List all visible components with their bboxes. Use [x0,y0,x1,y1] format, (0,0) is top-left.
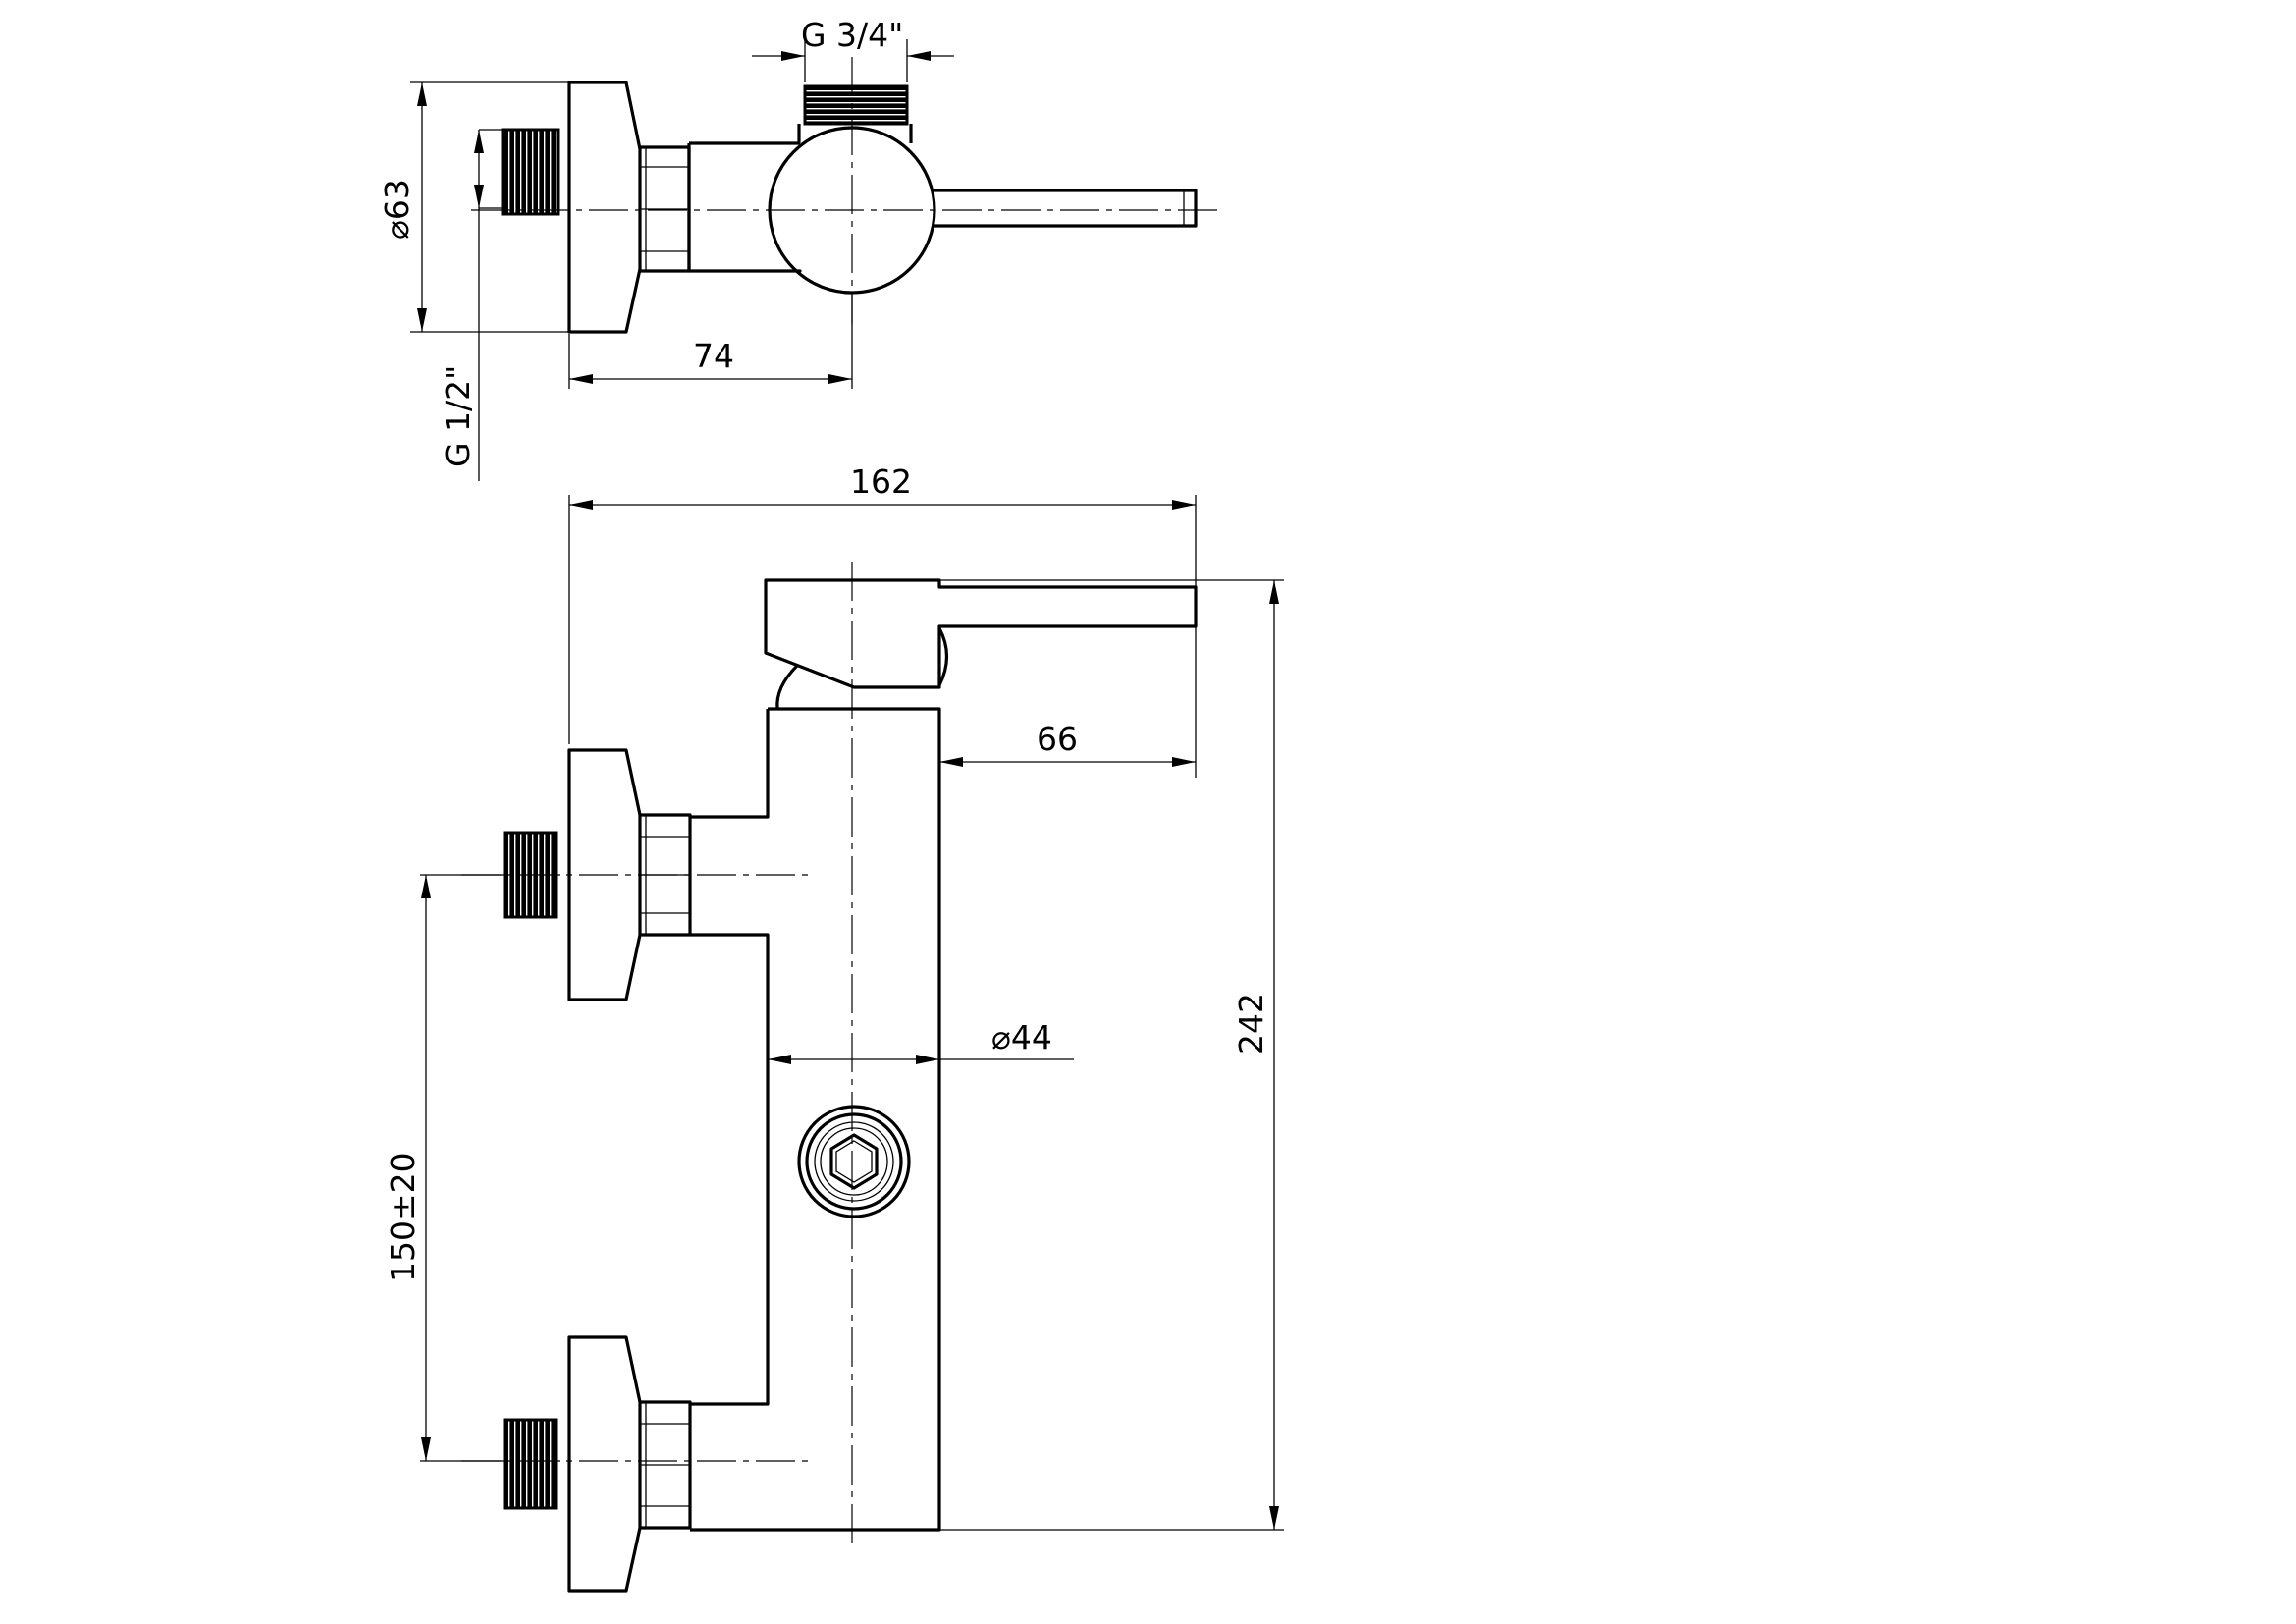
diameter-symbol: ⌀ [378,220,416,240]
svg-text:⌀44: ⌀44 [991,1018,1052,1056]
front-lever [764,578,1198,689]
front-thread-lower [503,1418,558,1510]
top-body [687,141,802,273]
front-view-dimensions: 162 66 ⌀44 242 150±20 [384,462,1284,1531]
top-escutcheon [567,81,642,334]
front-body [690,707,941,1532]
svg-text:⌀63: ⌀63 [378,179,416,240]
dim-body-diameter: 44 [1011,1018,1052,1056]
top-lever [934,189,1198,228]
top-inlet-thread [803,84,909,126]
dim-depth: 74 [693,337,734,375]
dim-lever-length: 66 [1037,720,1078,758]
diameter-symbol-front: ⌀ [991,1018,1011,1056]
dim-inlet-thread: G 3/4" [801,16,903,54]
front-view [461,562,1198,1593]
top-supply-thread [501,128,560,216]
dim-connection-spacing: 150±20 [384,1152,422,1282]
dim-overall-width: 162 [850,462,912,501]
dim-overall-height: 242 [1232,993,1270,1055]
outlet-fitting [797,1105,911,1218]
dim-supply-thread: G 1/2" [439,365,477,467]
dim-diameter: 63 [378,179,416,220]
top-view-dimensions: G 3/4" ⌀63 G 1/2" 74 [378,16,954,481]
front-escutcheon-lower [567,1335,642,1593]
top-view [471,57,1217,334]
front-dome [775,664,799,710]
